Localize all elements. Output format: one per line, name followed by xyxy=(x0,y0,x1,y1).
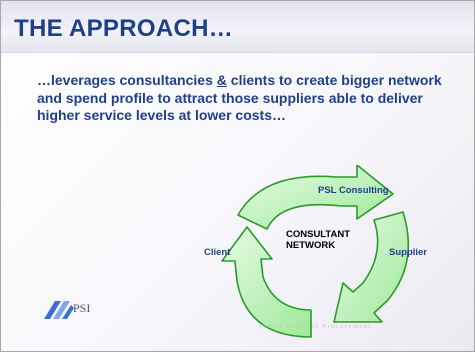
body-text-start: …leverages consultancies xyxy=(37,72,217,88)
title-bar: THE APPROACH… xyxy=(1,1,474,53)
cycle-diagram xyxy=(221,165,410,338)
psi-logo-icon xyxy=(44,301,74,319)
diagram-center-label: CONSULTANT NETWORK xyxy=(286,229,350,251)
cycle-arrow-left xyxy=(221,226,312,338)
node-label-supplier: Supplier xyxy=(389,247,428,258)
center-label-line1: CONSULTANT xyxy=(286,229,351,240)
cycle-arrow-right xyxy=(333,211,410,323)
tagline: Your Partner in Procurement xyxy=(259,324,372,330)
slide-title: THE APPROACH… xyxy=(14,15,234,42)
body-paragraph: …leverages consultancies & clients to cr… xyxy=(37,72,467,125)
center-label-line2: NETWORK xyxy=(286,240,336,251)
logo-text: PSI xyxy=(73,301,91,315)
cycle-arrow-top xyxy=(237,165,394,230)
body-text-end: clients to create bigger network and spe… xyxy=(37,72,442,123)
node-label-client: Client xyxy=(204,247,231,258)
node-label-psl-consulting: PSL Consulting xyxy=(318,185,389,196)
body-text-ampersand: & xyxy=(216,72,227,88)
